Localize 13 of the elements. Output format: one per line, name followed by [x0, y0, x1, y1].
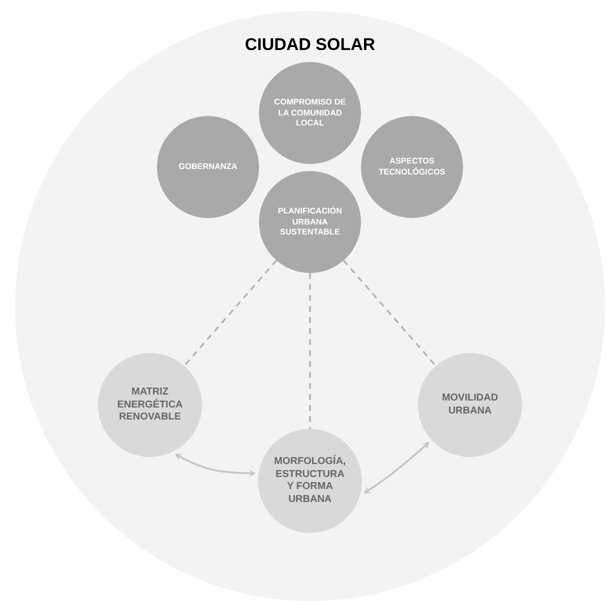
double-arrow — [364, 442, 430, 494]
circle-label: ASPECTOS TECNOLÓGICOS — [378, 156, 446, 178]
dashed-connector — [342, 260, 436, 366]
circle-label: MATRIZ ENERGÉTICA RENOVABLE — [116, 386, 184, 424]
dashed-connector — [309, 273, 311, 429]
circle-label: GOBERNANZA — [178, 162, 238, 172]
circle-label: MOVILIDAD URBANA — [440, 392, 500, 418]
dashed-connector — [184, 260, 278, 366]
double-arrow — [175, 454, 256, 477]
circle-heading: CIUDAD SOLAR — [244, 35, 376, 55]
circle-label: PLANIFICACIÓN URBANA SUSTENTABLE — [276, 206, 344, 238]
circle-label: MORFOLOGÍA, ESTRUCTURA Y FORMA URBANA — [273, 456, 347, 506]
circle-label: COMPROMISO DE LA COMUNIDAD LOCAL — [273, 97, 347, 129]
